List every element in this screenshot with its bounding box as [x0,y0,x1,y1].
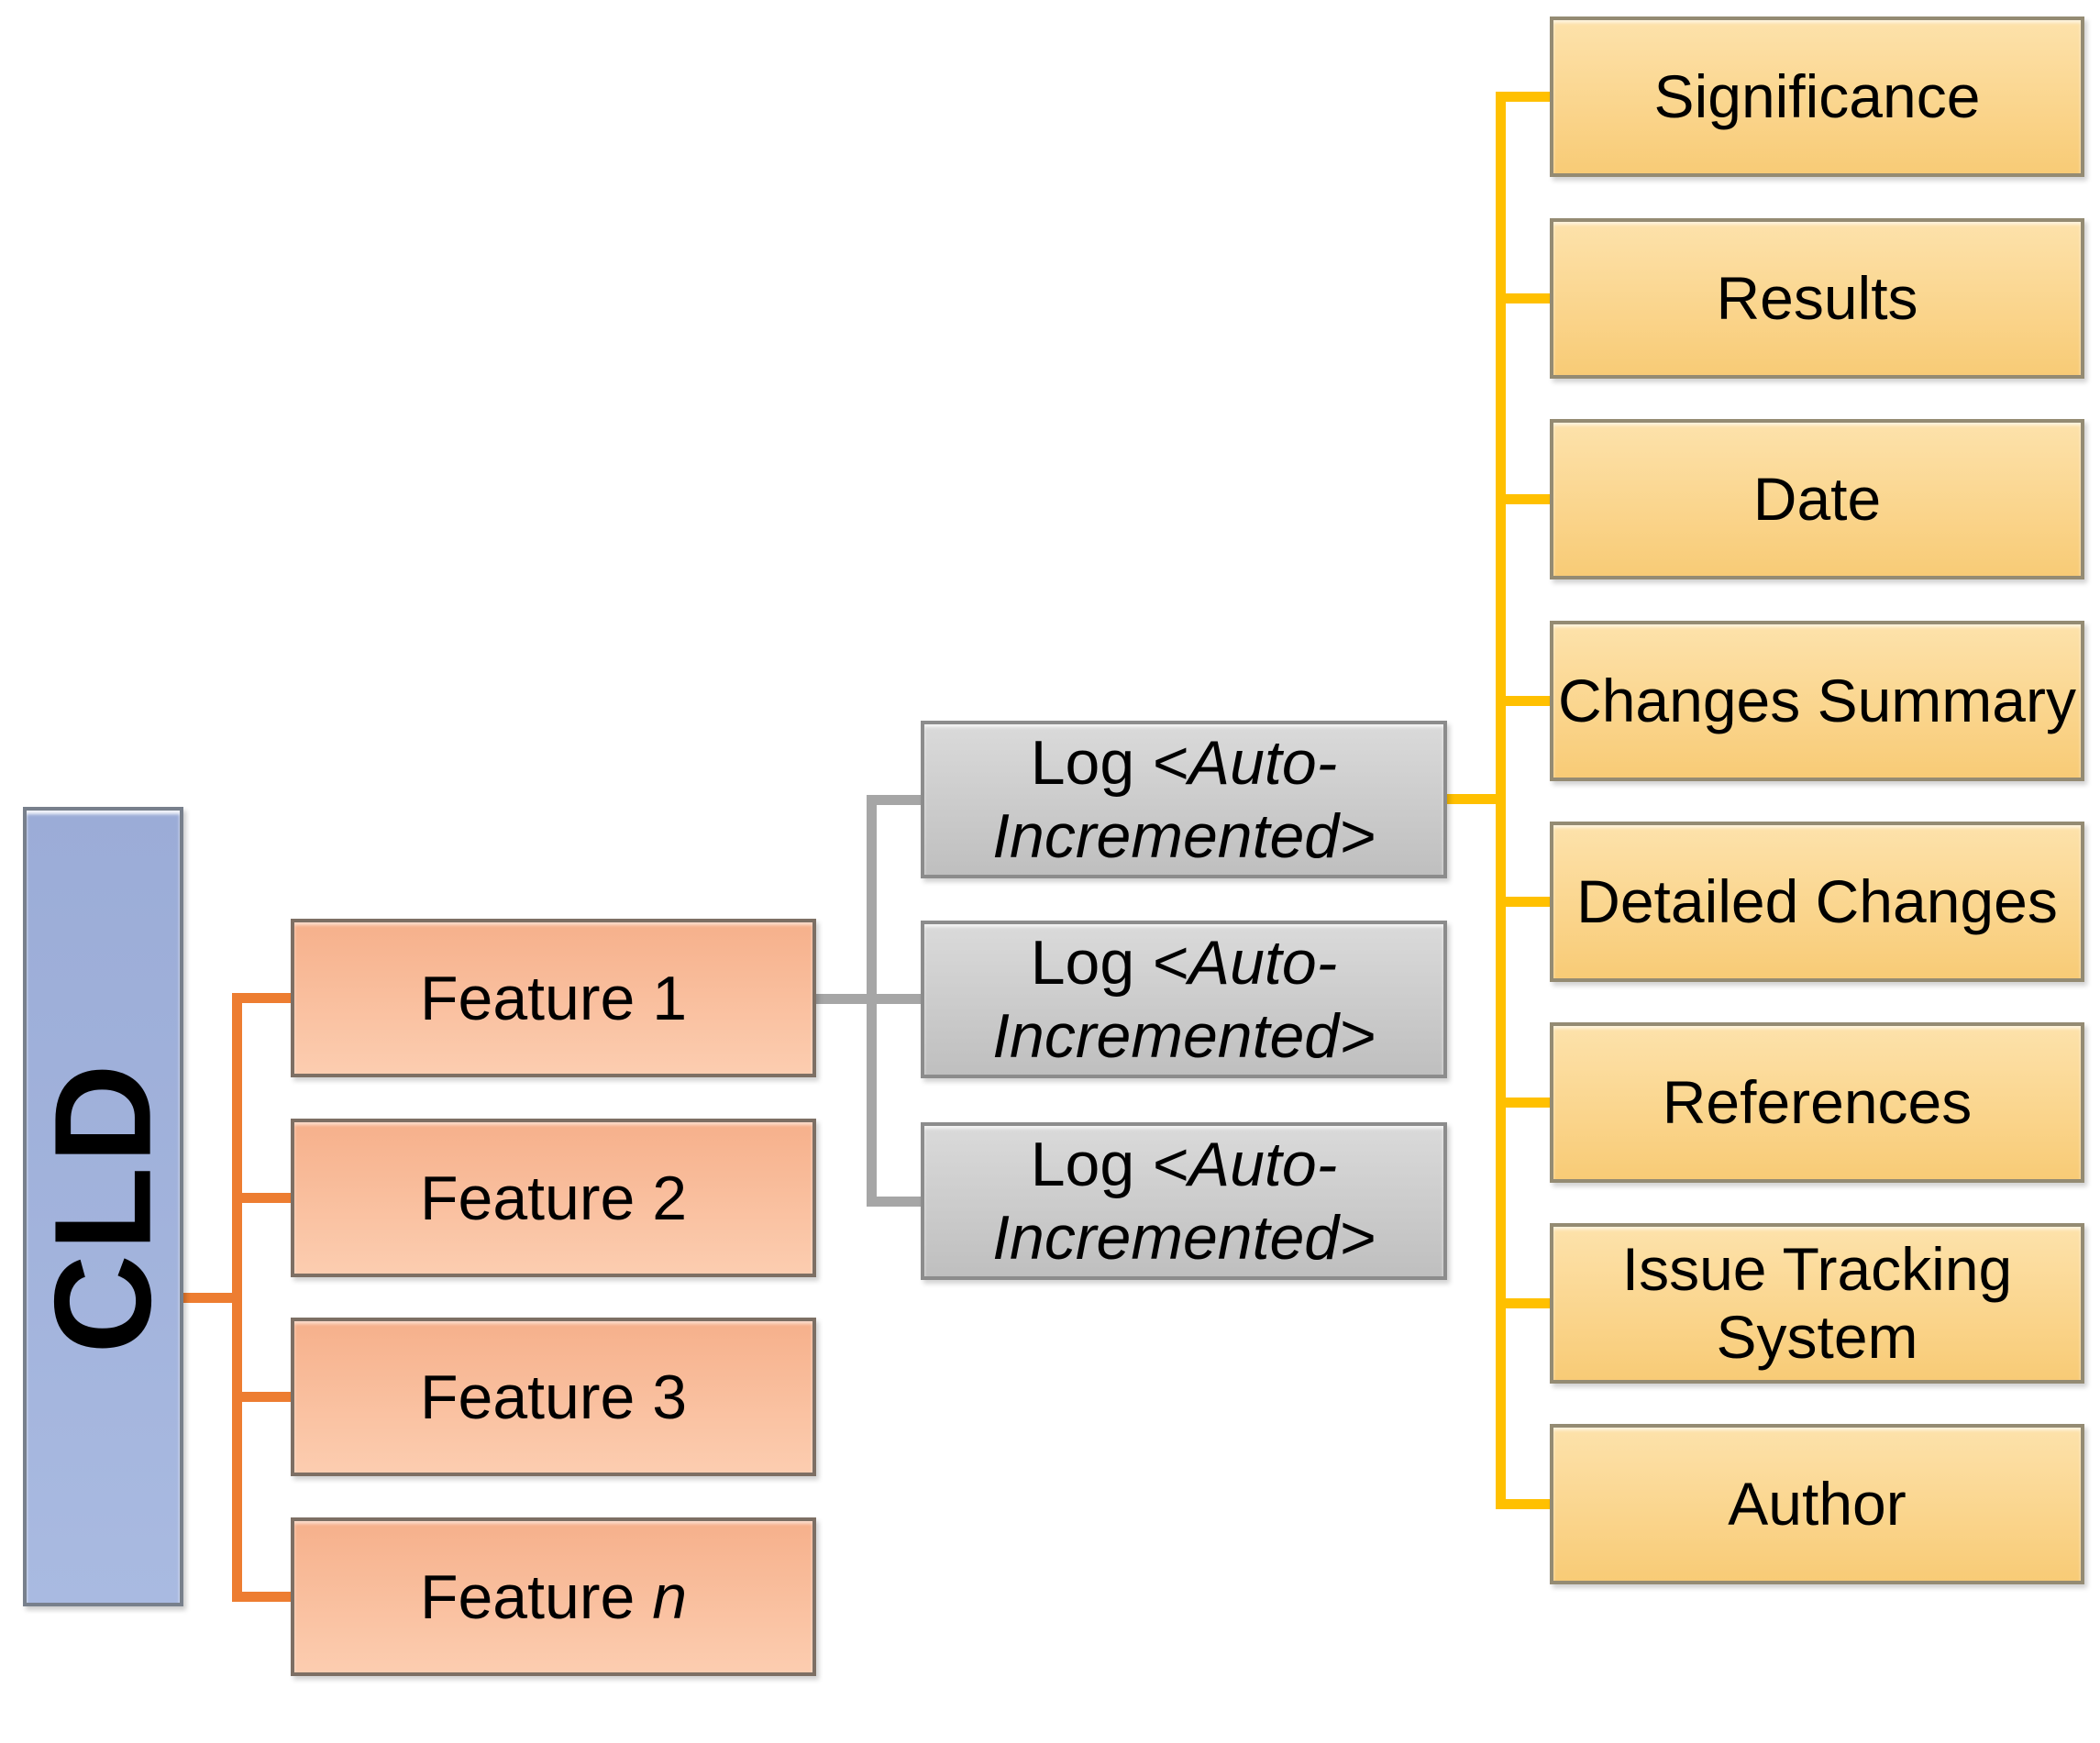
connector-field-references-stub [1496,1098,1550,1108]
connector-cld-trunk [232,993,242,1601]
connector-field-date-stub [1496,494,1550,504]
node-feature-n-label: Feature n [419,1561,688,1632]
node-date-label: Date [1752,464,1882,533]
connector-feature-n-stub [232,1592,291,1602]
connector-field-issue-tracking-stub [1496,1298,1550,1308]
node-feature-n: Feature n [291,1517,816,1676]
node-issue-tracking-system-label: Issue Tracking System [1621,1234,2013,1371]
node-log-3-label: Log <Auto-Incremented> [992,1129,1376,1273]
connector-field-results-stub [1496,293,1550,303]
node-references-label: References [1662,1067,1973,1136]
connector-log-1-stub [867,795,921,805]
connector-feature-3-stub [232,1392,291,1402]
node-log-2-label: Log <Auto-Incremented> [992,927,1376,1071]
node-issue-tracking-system: Issue Tracking System [1550,1223,2084,1384]
node-references: References [1550,1022,2084,1183]
node-significance-label: Significance [1653,61,1981,130]
node-log-1: Log <Auto-Incremented> [921,721,1447,878]
node-date: Date [1550,419,2084,579]
node-log-3: Log <Auto-Incremented> [921,1122,1447,1280]
node-feature-2-label: Feature 2 [419,1163,688,1233]
node-feature-1-label: Feature 1 [419,963,688,1033]
connector-field-author-stub [1496,1499,1550,1509]
node-feature-3: Feature 3 [291,1318,816,1476]
node-author-label: Author [1728,1469,1907,1538]
node-changes-summary-label: Changes Summary [1558,666,2076,734]
connector-cld-horizontal [183,1293,242,1303]
connector-log1-to-fields [1447,794,1506,804]
connector-field-trunk [1496,92,1506,1509]
node-cld: CLD [23,807,183,1606]
connector-log-trunk [867,795,877,1207]
node-feature-1: Feature 1 [291,919,816,1077]
node-changes-summary: Changes Summary [1550,621,2084,781]
connector-feature-2-stub [232,1193,291,1203]
node-log-2: Log <Auto-Incremented> [921,921,1447,1078]
node-results-label: Results [1716,263,1918,332]
node-significance: Significance [1550,17,2084,177]
connector-field-changes-summary-stub [1496,696,1550,706]
connector-field-detailed-changes-stub [1496,897,1550,907]
node-results: Results [1550,218,2084,379]
node-feature-3-label: Feature 3 [419,1362,688,1432]
node-detailed-changes: Detailed Changes [1550,822,2084,982]
node-cld-label: CLD [26,1059,180,1354]
connector-feature-1-stub [232,993,291,1003]
connector-field-significance-stub [1496,92,1550,102]
node-log-1-label: Log <Auto-Incremented> [992,727,1376,871]
node-author: Author [1550,1424,2084,1584]
node-feature-2: Feature 2 [291,1119,816,1277]
node-detailed-changes-label: Detailed Changes [1576,866,2058,935]
connector-log-3-stub [867,1197,921,1207]
